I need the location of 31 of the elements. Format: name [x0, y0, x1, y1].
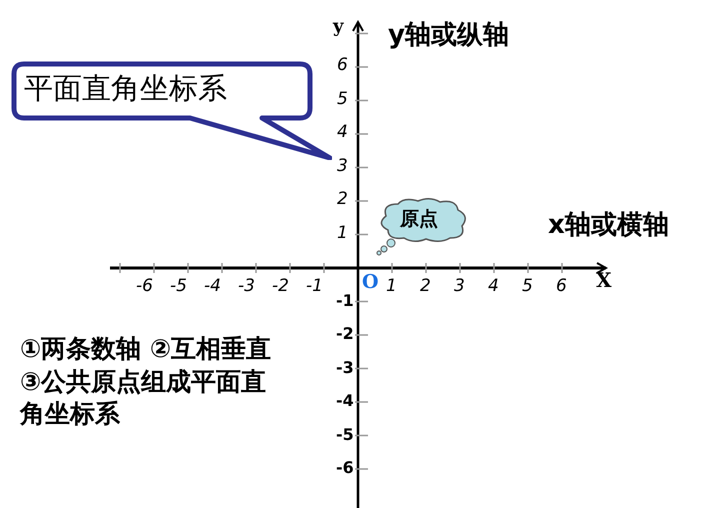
tick-label: -5 [336, 426, 354, 442]
tick-label: -2 [272, 278, 289, 295]
tick-label: 1 [337, 224, 348, 242]
bubble-text: 平面直角坐标系 [24, 74, 227, 103]
tick-label: -6 [136, 278, 153, 295]
tick-label: 3 [337, 158, 348, 174]
tick-label: -6 [336, 460, 354, 476]
tick-label: 6 [556, 278, 567, 295]
tick-label: -3 [336, 360, 354, 376]
tick-label: -1 [336, 292, 354, 308]
tick-label: 4 [488, 278, 499, 295]
cloud-text: 原点 [400, 210, 438, 229]
tick-label: 5 [522, 278, 533, 295]
tick-label: -2 [336, 326, 354, 342]
tick-label: -1 [306, 278, 323, 295]
tick-label: 3 [454, 278, 465, 295]
axis-name: X [596, 270, 612, 290]
tick-label: -5 [170, 278, 187, 295]
tick-label: 1 [386, 278, 397, 295]
note-text: ①两条数轴 ②互相垂直③公共原点组成平面直角坐标系 [20, 333, 272, 430]
tick-label: -3 [238, 278, 255, 295]
axis-name: y [333, 18, 344, 36]
axis-caption: x轴或横轴 [548, 212, 669, 238]
tick-label: 6 [337, 57, 348, 74]
tick-label: -4 [336, 393, 354, 409]
tick-label: -4 [204, 278, 221, 295]
tick-label: 2 [337, 191, 348, 208]
tick-label: 4 [337, 124, 348, 141]
tick-label: 2 [420, 278, 431, 295]
tick-label: 5 [337, 90, 348, 108]
axis-caption: y轴或纵轴 [388, 22, 509, 48]
